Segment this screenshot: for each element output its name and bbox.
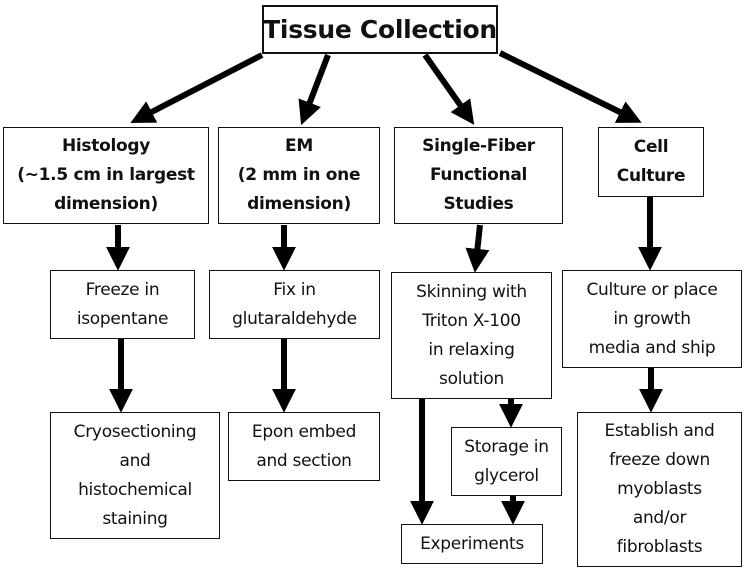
freeze-line-1: Freeze in — [85, 279, 160, 300]
establish-line-5: fibroblasts — [616, 537, 703, 557]
arrow-title-to-em — [298, 53, 331, 126]
cryosectioning-line-4: staining — [102, 508, 168, 529]
skinning-box: Skinning with Triton X-100 in relaxing s… — [391, 272, 552, 399]
epon-line-2: and section — [256, 450, 352, 471]
fix-box: Fix in glutaraldehyde — [209, 270, 380, 339]
freeze-box: Freeze in isopentane — [50, 270, 195, 339]
arrow-single-fiber-to-skinning — [465, 224, 490, 273]
cell-culture-line-1: Cell — [633, 137, 669, 157]
histology-line-1: Histology — [61, 136, 151, 156]
skinning-line-4: solution — [439, 368, 504, 389]
establish-box: Establish and freeze down myoblasts and/… — [577, 412, 742, 567]
skinning-line-1: Skinning with — [416, 281, 527, 302]
arrow-title-to-cell-culture — [498, 50, 642, 123]
arrow-title-to-histology — [130, 52, 264, 123]
culture-place-box: Culture or place in growth media and shi… — [562, 270, 742, 368]
cell-culture-line-2: Culture — [616, 166, 686, 186]
storage-box: Storage in glycerol — [451, 427, 562, 496]
storage-line-2: glycerol — [474, 465, 539, 486]
establish-line-1: Establish and — [604, 421, 715, 441]
tissue-collection-title: Tissue Collection — [263, 15, 497, 44]
single-fiber-line-2: Functional — [429, 165, 528, 185]
cryosectioning-line-3: histochemical — [78, 479, 192, 500]
tissue-collection-box: Tissue Collection — [262, 5, 498, 54]
fix-line-1: Fix in — [273, 279, 316, 300]
establish-line-3: myoblasts — [617, 479, 702, 499]
histology-box: Histology (~1.5 cm in largest dimension) — [3, 127, 209, 224]
single-fiber-line-3: Studies — [443, 194, 514, 214]
epon-box: Epon embed and section — [228, 412, 380, 481]
single-fiber-line-1: Single-Fiber — [422, 136, 535, 156]
arrow-title-to-single-fiber — [422, 53, 475, 125]
establish-line-4: and/or — [632, 508, 687, 528]
epon-line-1: Epon embed — [251, 421, 357, 442]
em-line-3: dimension) — [247, 194, 351, 214]
cryosectioning-box: Cryosectioning and histochemical stainin… — [50, 412, 220, 539]
cell-culture-box: Cell Culture — [598, 127, 704, 197]
experiments-box: Experiments — [401, 524, 543, 564]
em-box: EM (2 mm in one dimension) — [218, 127, 380, 224]
culture-place-line-2: in growth — [613, 308, 691, 329]
culture-place-line-3: media and ship — [588, 337, 716, 358]
fix-line-2: glutaraldehyde — [232, 308, 357, 329]
skinning-line-2: Triton X-100 — [422, 310, 521, 331]
histology-line-3: dimension) — [54, 194, 158, 214]
single-fiber-box: Single-Fiber Functional Studies — [394, 127, 563, 224]
experiments-line-1: Experiments — [420, 533, 524, 554]
em-line-2: (2 mm in one — [237, 165, 361, 185]
freeze-line-2: isopentane — [76, 308, 169, 329]
culture-place-line-1: Culture or place — [586, 279, 718, 300]
histology-line-2: (~1.5 cm in largest — [17, 165, 195, 185]
cryosectioning-line-1: Cryosectioning — [73, 421, 197, 442]
cryosectioning-line-2: and — [119, 450, 151, 471]
establish-line-2: freeze down — [609, 450, 710, 470]
em-line-1: EM — [285, 136, 313, 156]
storage-line-1: Storage in — [464, 436, 549, 457]
skinning-line-3: in relaxing — [428, 339, 515, 360]
